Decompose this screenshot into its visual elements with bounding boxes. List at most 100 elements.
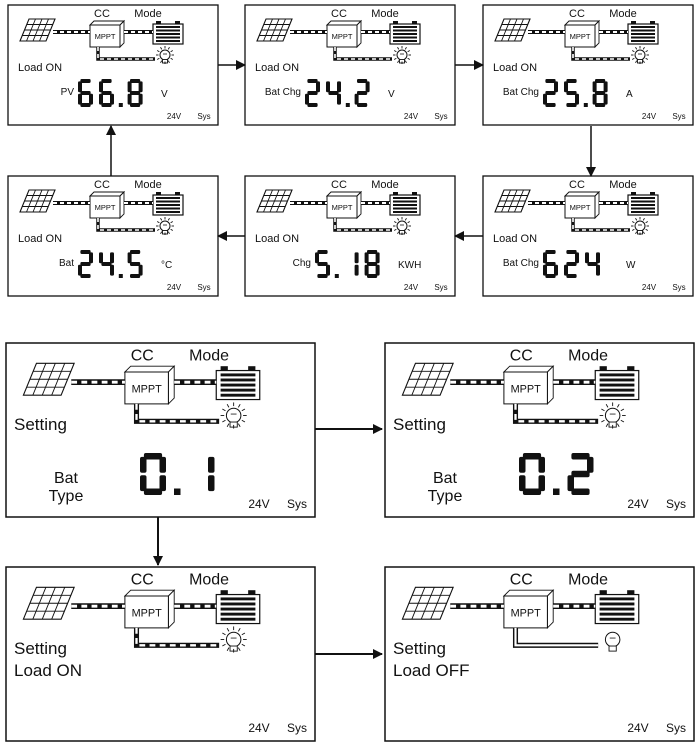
lcd-segment <box>554 264 558 276</box>
lcd-segment <box>208 475 215 492</box>
lcd-segment <box>101 262 112 266</box>
lcd-segment <box>585 252 589 264</box>
mppt-label: MPPT <box>132 607 163 619</box>
unit-label: V <box>161 89 168 100</box>
unit-label: KWH <box>398 260 421 271</box>
lcd-segment <box>596 252 600 264</box>
cc-label: CC <box>94 8 110 20</box>
lcd-segment <box>596 264 600 276</box>
lcd-segment <box>592 93 597 105</box>
load-line-dash <box>572 47 630 60</box>
lcd-segment <box>357 79 368 83</box>
decimal-point <box>583 103 588 107</box>
lcd-segment <box>566 103 577 107</box>
lcd-segment <box>159 456 166 473</box>
lcd-segment <box>367 262 378 266</box>
lcd-segment <box>603 93 608 105</box>
lcd-segment <box>130 262 141 266</box>
system-voltage-badge: 24V <box>627 497 648 511</box>
lcd-segment <box>138 81 143 93</box>
cc-label: CC <box>510 347 533 364</box>
lcd-segment <box>595 79 606 83</box>
cc-label: CC <box>131 571 154 588</box>
load-line-dash <box>334 47 392 60</box>
mode-label: Mode <box>568 347 608 364</box>
lcd-segment <box>110 93 114 105</box>
cc-label: CC <box>331 8 347 20</box>
mode-label: Mode <box>371 8 399 20</box>
lcd-segment <box>564 264 568 276</box>
mode-label: Mode <box>371 179 399 191</box>
lcd-segment <box>566 262 577 266</box>
lcd-segment <box>159 475 166 492</box>
light-bulb-icon <box>604 631 621 652</box>
sys-badge: Sys <box>287 721 307 735</box>
seven-segment-value <box>519 453 594 495</box>
lcd-segment <box>545 262 556 266</box>
cc-label: CC <box>510 571 533 588</box>
lcd-segment <box>78 93 82 105</box>
load-line-gap <box>514 627 599 647</box>
solar-panel-icon <box>19 189 56 213</box>
lcd-segment <box>337 93 341 105</box>
load-status-label: Load ON <box>255 62 299 74</box>
seven-segment-value <box>543 250 600 278</box>
sys-badge: Sys <box>434 283 447 292</box>
lcd-segment <box>78 81 82 93</box>
mppt-label: MPPT <box>511 607 542 619</box>
lcd-segment <box>110 252 114 264</box>
lcd-segment <box>208 456 215 473</box>
solar-panel-icon <box>22 586 75 620</box>
load-status-label: Load ON <box>18 233 62 245</box>
load-line-dash <box>514 403 599 423</box>
load-line-dash <box>97 47 155 60</box>
mppt-controller-icon: MPPT <box>563 19 601 49</box>
lcd-segment <box>357 103 368 107</box>
lcd-segment <box>375 252 380 264</box>
system-voltage-badge: 24V <box>167 112 182 121</box>
reading-label: Bat Chg <box>503 258 539 269</box>
parameter-label: Bat <box>54 470 79 487</box>
parameter-label-line2: Type <box>428 488 463 505</box>
lcd-segment <box>110 264 114 276</box>
reading-label: PV <box>61 87 75 98</box>
decimal-point <box>334 274 339 278</box>
solar-panel-icon <box>494 189 531 213</box>
lcd-segment <box>595 103 606 107</box>
lcd-segment <box>101 79 112 83</box>
battery-icon <box>152 21 184 45</box>
lcd-segment <box>566 250 577 254</box>
setting-mode-label: Setting <box>14 639 67 658</box>
light-bulb-icon <box>393 46 411 64</box>
lcd-segment <box>571 453 590 460</box>
lcd-segment <box>315 252 319 264</box>
seven-segment-value <box>315 250 380 278</box>
solar-panel-icon <box>401 586 454 620</box>
lcd-segment <box>317 250 328 254</box>
lcd-segment <box>357 91 368 95</box>
lcd-segment <box>80 79 91 83</box>
battery-icon <box>627 192 659 216</box>
reading-label: Bat <box>59 258 74 269</box>
lcd-segment <box>130 274 141 278</box>
decimal-point <box>118 103 123 107</box>
cc-label: CC <box>331 179 347 191</box>
lcd-segment <box>538 475 545 492</box>
lcd-segment <box>317 262 328 266</box>
lcd-segment <box>364 252 369 264</box>
mode-label: Mode <box>189 347 229 364</box>
lcd-segment <box>89 93 93 105</box>
parameter-label: Bat <box>433 470 458 487</box>
lcd-segment <box>80 250 91 254</box>
lcd-segment <box>571 488 590 495</box>
mppt-controller-icon: MPPT <box>325 19 363 49</box>
load-line-dash <box>135 403 220 423</box>
lcd-segment <box>564 81 568 93</box>
lcd-segment <box>99 93 103 105</box>
lcd-segment <box>140 456 147 473</box>
decimal-point <box>174 488 181 495</box>
lcd-segment <box>545 250 556 254</box>
